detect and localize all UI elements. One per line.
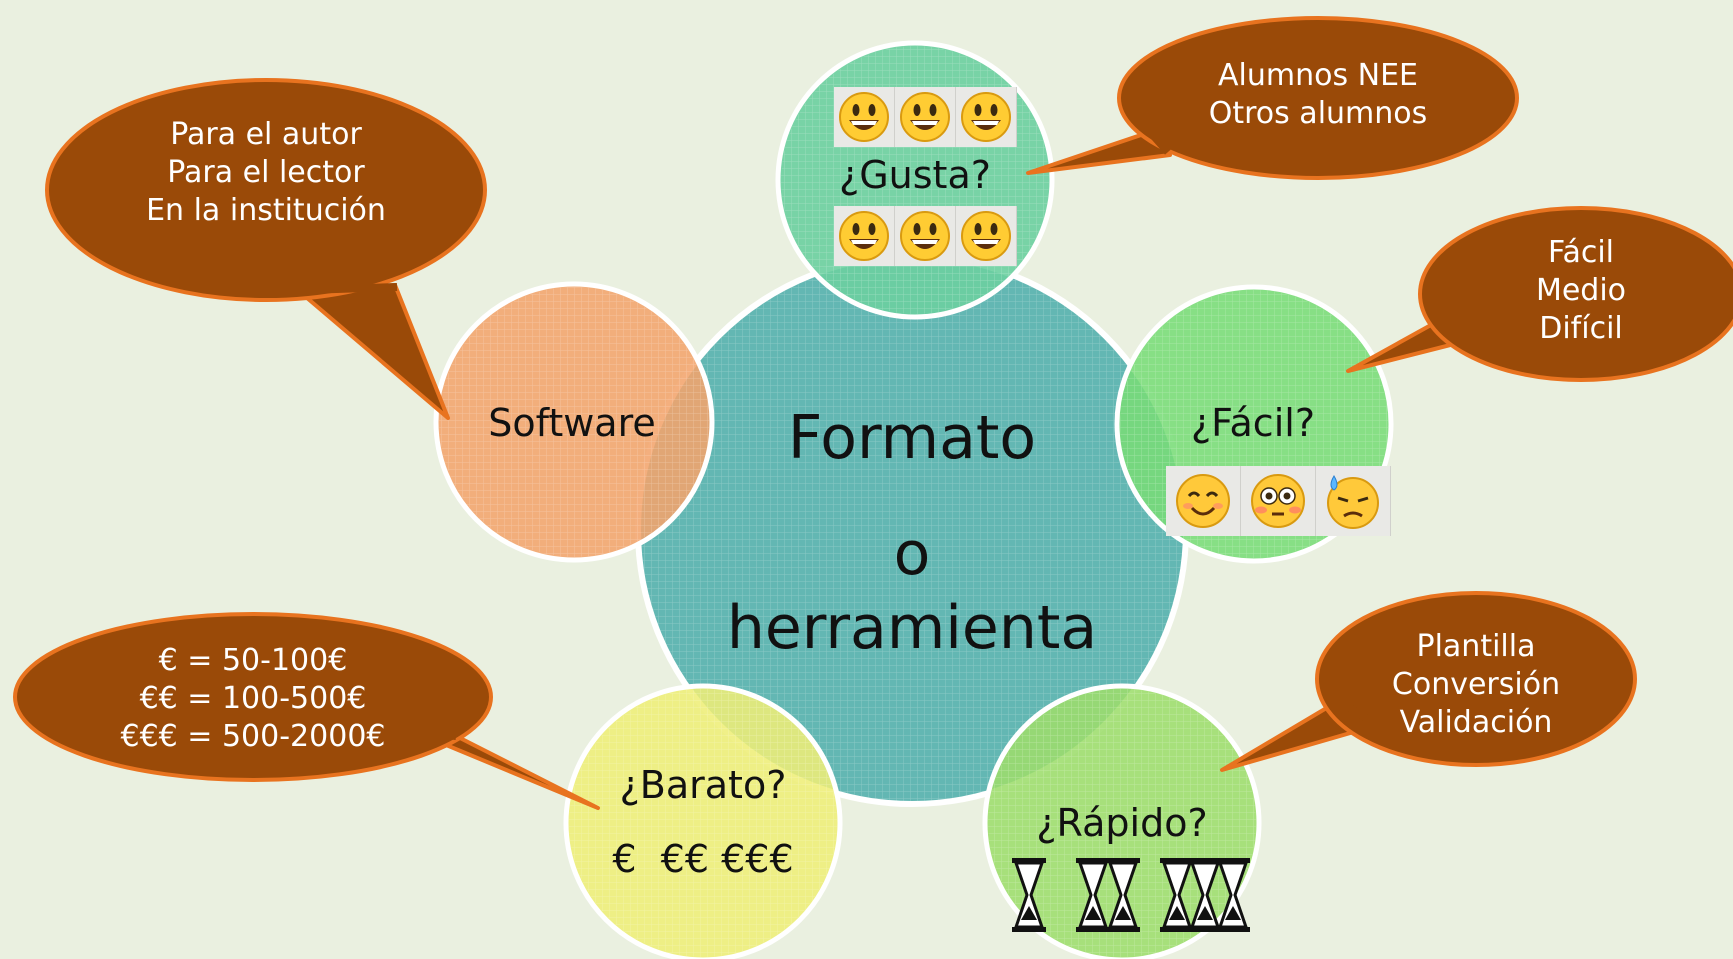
facil-callout-text: Fácil Medio Difícil [1481, 234, 1681, 348]
downcast-sweat-face-icon [1316, 466, 1391, 536]
software-callout-text: Para el autor Para el lector En la insti… [116, 116, 416, 230]
callout-line: Plantilla [1416, 629, 1536, 664]
gusta-label: ¿Gusta? [839, 153, 991, 197]
grinning-face-icon [956, 87, 1017, 147]
barato-callout-shape [13, 612, 600, 810]
hourglass-icon [1188, 858, 1222, 932]
gusta-callout-text: Alumnos NEE Otros alumnos [1168, 57, 1468, 133]
gusta-emoji-row-top [834, 87, 1017, 147]
barato-circle [563, 683, 843, 959]
gusta-callout-shape [1026, 16, 1519, 180]
software-callout-shape [45, 78, 487, 420]
facil-emoji-row [1166, 466, 1391, 536]
software-circle [433, 281, 715, 563]
rapido-callout-text: Plantilla Conversión Validación [1376, 628, 1576, 742]
callout-line: Medio [1535, 273, 1627, 308]
hourglass-icon [1012, 858, 1046, 932]
gusta-emoji-row-bottom [834, 206, 1017, 266]
smiling-face-icon [1166, 466, 1241, 536]
callout-line: €€€ = 500-2000€ [120, 719, 386, 754]
callout-line: Conversión [1391, 667, 1561, 702]
callout-line: En la institución [146, 193, 386, 228]
grinning-face-icon [895, 206, 956, 266]
rapido-label: ¿Rápido? [1036, 801, 1208, 845]
grinning-face-icon [895, 87, 956, 147]
callout-line: Difícil [1539, 311, 1623, 346]
callout-line: Para el autor [170, 117, 362, 152]
center-title-line1: Formato [787, 403, 1037, 473]
grinning-face-icon [956, 206, 1017, 266]
callout-line: Alumnos NEE [1218, 58, 1418, 93]
hourglass-icon [1106, 858, 1140, 932]
callout-line: € = 50-100€ [158, 643, 348, 678]
callout-line: Fácil [1547, 235, 1615, 270]
hourglass-group [1012, 858, 1250, 932]
center-circle [635, 253, 1189, 807]
software-label: Software [488, 401, 656, 445]
rapido-callout-shape [1220, 591, 1637, 772]
center-title-line3: herramienta [726, 593, 1098, 663]
grinning-face-icon [834, 87, 895, 147]
hourglass-icon [1160, 858, 1194, 932]
rapido-circle [982, 683, 1262, 959]
barato-label: ¿Barato? [619, 763, 787, 807]
rapido-hourglass-row [1012, 858, 1252, 932]
flushed-face-icon [1241, 466, 1316, 536]
hourglass-icon [1216, 858, 1250, 932]
barato-price-levels: € €€ €€€ [612, 837, 794, 881]
hourglass-icon [1076, 858, 1110, 932]
callout-line: Otros alumnos [1208, 96, 1428, 131]
callout-line: Para el lector [167, 155, 365, 190]
callout-line: €€ = 100-500€ [139, 681, 367, 716]
center-title-line2: o [893, 519, 931, 589]
callout-line: Validación [1399, 705, 1553, 740]
facil-callout-shape [1346, 206, 1733, 382]
barato-callout-text: € = 50-100€ €€ = 100-500€ €€€ = 500-2000… [103, 642, 403, 756]
grinning-face-icon [834, 206, 895, 266]
facil-label: ¿Fácil? [1190, 401, 1315, 445]
